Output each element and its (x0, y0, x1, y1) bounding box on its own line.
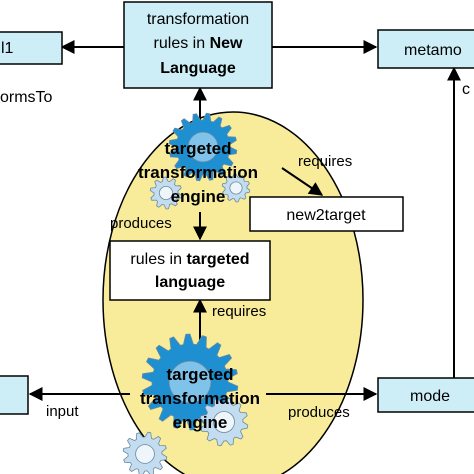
top-box-line3: Language (160, 60, 236, 77)
input-label: input (46, 403, 79, 420)
lower-engine-line1: targeted (166, 365, 233, 384)
produces-bottom-label: produces (288, 404, 350, 421)
upper-engine-line3: engine (171, 187, 226, 206)
rules-box-line1-bold: targeted (186, 251, 249, 268)
metamodel-box: metamo (377, 29, 474, 69)
right-edge-label: c (462, 81, 470, 98)
new2target-box: new2target (249, 196, 404, 232)
lower-engine-line3: engine (173, 413, 228, 432)
transformation-rules-new-language-box: transformation rules in New Language (123, 1, 273, 89)
lower-engine-line2: transformation (140, 389, 260, 408)
rules-box-line2: language (155, 274, 225, 291)
upper-engine-line1: targeted (164, 139, 231, 158)
top-box-line2: rules in New (154, 35, 243, 52)
rules-targeted-language-box: rules in targeted language (109, 240, 271, 301)
lower-engine-label: targeted transformation engine (140, 365, 260, 432)
left-bottom-box (0, 375, 29, 415)
produces-top-label: produces (110, 215, 172, 232)
metamodel-box-text: metamo (404, 42, 462, 59)
lower-gear-icon (122, 333, 249, 474)
top-box-line2-bold: New (210, 35, 243, 52)
requires-top-label: requires (298, 153, 352, 170)
model-box: mode (377, 377, 474, 413)
requires-bottom-label: requires (212, 303, 266, 320)
rules-box-line1-plain: rules in (130, 251, 186, 268)
upper-engine-label: targeted transformation engine (138, 139, 258, 206)
rules-box-line1: rules in targeted (130, 251, 249, 268)
arrow-requires-new2target (281, 167, 324, 196)
left-top-box-text: l1 (1, 40, 14, 57)
model-box-text: mode (410, 388, 450, 405)
top-box-line2-plain: rules in (154, 35, 210, 52)
new2target-text: new2target (286, 207, 366, 224)
conforms-to-label: ormsTo (0, 89, 53, 106)
upper-engine-line2: transformation (138, 163, 258, 182)
upper-gear-icon (149, 112, 251, 210)
connectors (28, 40, 461, 401)
left-top-box: l1 (0, 31, 63, 65)
top-box-line1: transformation (147, 11, 249, 28)
